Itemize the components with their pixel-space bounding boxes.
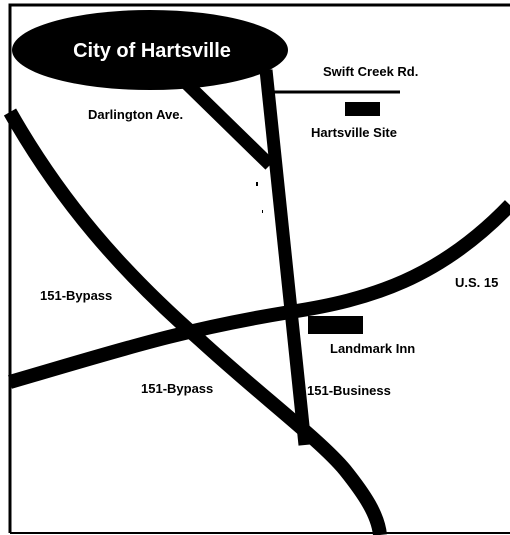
hartsville-site-marker[interactable] — [345, 102, 380, 116]
label-151-business: 151-Business — [307, 383, 391, 398]
road-151-bypass[interactable] — [3, 108, 387, 535]
label-darlington-ave: Darlington Ave. — [88, 107, 183, 122]
label-151-bypass-lower: 151-Bypass — [141, 381, 213, 396]
landmark-inn-marker[interactable] — [308, 316, 363, 334]
map-frame — [8, 3, 510, 533]
map-speck — [262, 210, 263, 213]
label-swift-creek: Swift Creek Rd. — [323, 64, 418, 79]
road-darlington-ave[interactable] — [180, 77, 275, 170]
label-151-bypass-upper: 151-Bypass — [40, 288, 112, 303]
city-title: City of Hartsville — [73, 40, 231, 62]
label-hartsville-site: Hartsville Site — [311, 125, 397, 140]
map-speck — [256, 182, 258, 186]
road-151-business[interactable] — [259, 69, 312, 446]
city-title-badge: City of Hartsville — [12, 10, 288, 90]
label-us-15: U.S. 15 — [455, 275, 498, 290]
label-landmark-inn: Landmark Inn — [330, 341, 415, 356]
city-title-oval — [12, 10, 288, 90]
